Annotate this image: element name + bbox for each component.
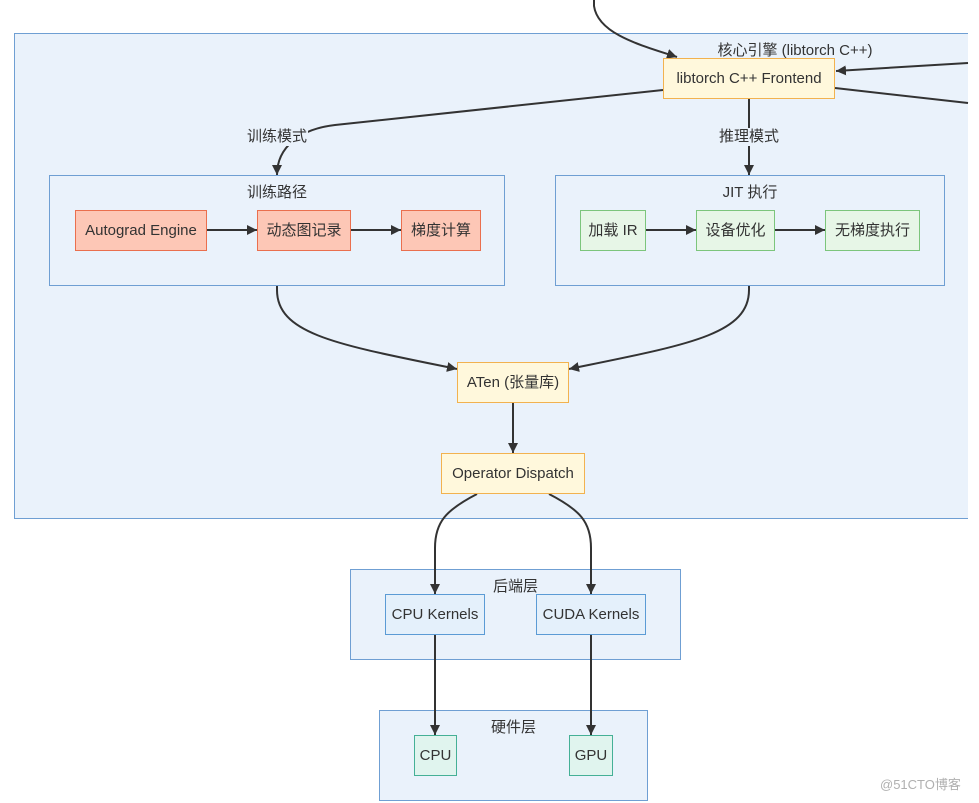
node-cuda-kernels: CUDA Kernels: [536, 594, 646, 635]
node-load-ir: 加载 IR: [580, 210, 646, 251]
watermark: @51CTO博客: [880, 777, 961, 792]
node-no-grad-execution: 无梯度执行: [825, 210, 920, 251]
node-aten: ATen (张量库): [457, 362, 569, 403]
node-libtorch-frontend: libtorch C++ Frontend: [663, 58, 835, 99]
node-device-optimization: 设备优化: [696, 210, 775, 251]
edge-label-inference-mode: 推理模式: [717, 128, 781, 146]
node-autograd-engine: Autograd Engine: [75, 210, 207, 251]
cluster-jit-execution-label: JIT 执行: [722, 184, 778, 201]
node-gradient-compute: 梯度计算: [401, 210, 481, 251]
node-gpu: GPU: [569, 735, 613, 776]
node-cpu: CPU: [414, 735, 457, 776]
cluster-backend-layer-label: 后端层: [492, 578, 538, 595]
cluster-training-path-label: 训练路径: [246, 184, 307, 201]
node-dynamic-graph-record: 动态图记录: [257, 210, 351, 251]
edge-label-training-mode: 训练模式: [245, 128, 309, 146]
cluster-hardware-layer-label: 硬件层: [490, 719, 536, 736]
cluster-core-engine-label: 核心引擎 (libtorch C++): [717, 42, 873, 59]
node-cpu-kernels: CPU Kernels: [385, 594, 485, 635]
node-operator-dispatch: Operator Dispatch: [441, 453, 585, 494]
